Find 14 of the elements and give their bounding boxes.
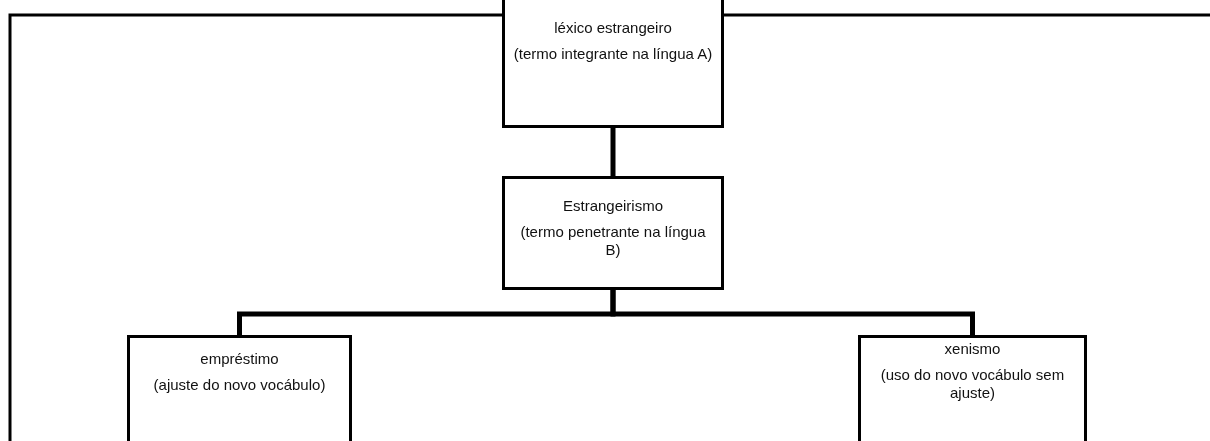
box-title: léxico estrangeiro [554, 19, 672, 37]
concept-box [502, 176, 724, 290]
box-description: (termo penetrante na língua B) [519, 223, 707, 259]
concept-box [127, 335, 352, 441]
box-description: (termo integrante na língua A) [513, 45, 713, 63]
box-title: empréstimo [200, 350, 279, 368]
concept-box [858, 335, 1087, 441]
connector-line [610, 128, 616, 176]
box-title: xenismo [944, 340, 1001, 358]
box-description: (uso do novo vocábulo sem ajuste) [879, 366, 1066, 402]
box-title: Estrangeirismo [562, 197, 663, 215]
concept-box [502, 0, 724, 128]
box-description: (ajuste do novo vocábulo) [153, 376, 326, 394]
connector-line [610, 290, 975, 335]
